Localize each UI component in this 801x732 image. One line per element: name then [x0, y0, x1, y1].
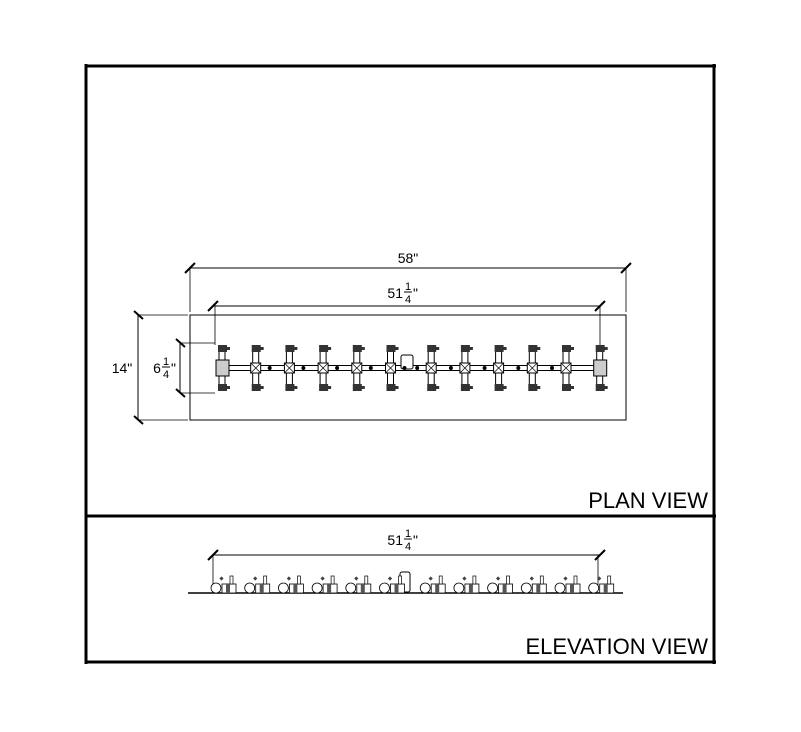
dimension-burner-length	[207, 300, 606, 345]
svg-text:": "	[171, 360, 176, 376]
burner-unit-elevation	[453, 575, 480, 594]
burner-unit-elevation	[588, 575, 615, 594]
svg-text:1: 1	[405, 281, 411, 293]
burner-assembly-elevation	[210, 571, 615, 594]
svg-text:4: 4	[405, 541, 411, 553]
svg-text:1: 1	[163, 356, 169, 368]
plan-view: 58" 51 1 4 " 14"	[112, 250, 709, 513]
burner-unit	[482, 345, 507, 391]
dimension-overall-width	[133, 310, 188, 425]
burner-unit-elevation	[379, 575, 405, 594]
burner-unit-elevation	[419, 575, 446, 594]
overall-length-label: 58"	[398, 250, 419, 266]
svg-text:": "	[413, 285, 418, 301]
svg-text:4: 4	[405, 294, 411, 306]
burner-unit-elevation	[554, 575, 581, 594]
gas-inlet-fitting	[400, 354, 414, 370]
burner-unit-elevation	[520, 575, 547, 594]
burner-unit	[283, 345, 306, 391]
elevation-view-title: ELEVATION VIEW	[525, 634, 708, 659]
burner-unit	[385, 345, 407, 391]
svg-text:4: 4	[163, 369, 169, 381]
burner-unit	[593, 345, 608, 391]
svg-text:51: 51	[387, 285, 403, 301]
burner-unit-elevation	[311, 575, 338, 594]
svg-text:6: 6	[153, 360, 161, 376]
burner-unit-elevation	[244, 575, 271, 594]
dimension-overall-length	[184, 262, 632, 312]
fire-pit-outline	[189, 314, 627, 421]
dimension-burner-width	[175, 338, 215, 398]
elevation-length-label: 51 1 4 "	[387, 528, 418, 553]
svg-text:1: 1	[405, 528, 411, 540]
burner-unit	[317, 345, 340, 391]
burner-unit-elevation	[345, 575, 372, 594]
burner-unit-elevation	[277, 575, 304, 594]
burner-unit	[215, 345, 230, 391]
sheet-frame	[84, 64, 716, 664]
overall-width-label: 14"	[112, 360, 133, 376]
burner-length-label: 51 1 4 "	[387, 281, 418, 306]
svg-text:": "	[413, 532, 418, 548]
plan-view-title: PLAN VIEW	[588, 488, 708, 513]
burner-unit	[516, 345, 541, 391]
burner-width-label: 6 1 4 "	[153, 356, 176, 381]
elevation-view: 51 1 4 " ELEVATION VIEW	[188, 528, 708, 659]
burner-unit	[448, 345, 473, 391]
burner-unit	[415, 345, 440, 391]
burner-unit	[351, 345, 373, 391]
burner-unit-elevation	[487, 575, 514, 594]
dimension-elevation-length	[207, 549, 606, 585]
burner-assembly-plan	[215, 345, 608, 391]
burner-unit	[250, 345, 272, 391]
burner-unit-elevation	[210, 575, 237, 594]
burner-unit	[550, 345, 574, 391]
svg-text:51: 51	[387, 532, 403, 548]
